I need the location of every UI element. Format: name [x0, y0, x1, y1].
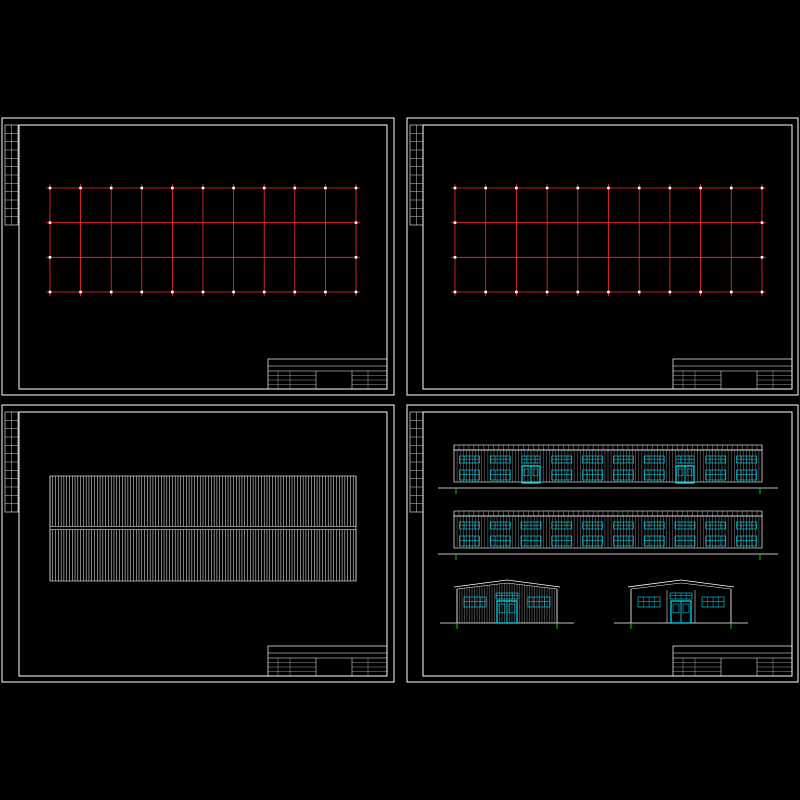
- column-marker: [201, 186, 205, 190]
- column-marker: [760, 256, 764, 259]
- column-marker: [545, 290, 549, 294]
- column-marker: [453, 186, 457, 190]
- column-marker: [293, 290, 297, 294]
- column-marker: [293, 186, 297, 190]
- roof-panel-plan: [49, 475, 357, 582]
- column-marker: [324, 290, 327, 294]
- column-marker: [668, 290, 672, 294]
- column-marker: [607, 290, 610, 294]
- column-marker: [140, 290, 144, 294]
- column-marker: [262, 290, 266, 294]
- left-gable-elevation: [440, 579, 574, 629]
- door-glass: [686, 468, 693, 477]
- column-marker: [637, 290, 641, 294]
- column-marker: [453, 256, 457, 259]
- drawing-sheet-1[interactable]: [1, 117, 395, 396]
- column-marker: [109, 290, 113, 294]
- front-long-elevation: [438, 444, 778, 494]
- column-marker: [760, 186, 764, 190]
- door-glass: [677, 468, 684, 477]
- column-marker: [262, 186, 266, 190]
- title-block-frame: [267, 358, 388, 390]
- title-block-frame: [672, 645, 793, 677]
- column-marker: [576, 186, 580, 190]
- column-marker: [453, 221, 457, 224]
- revision-strip: [409, 124, 424, 226]
- column-marker: [354, 186, 358, 190]
- column-marker: [545, 186, 549, 190]
- door-glass: [682, 603, 690, 614]
- column-marker: [453, 290, 457, 294]
- column-marker: [140, 186, 144, 190]
- title-block: [672, 645, 793, 677]
- door-glass: [498, 603, 506, 614]
- column-marker: [48, 256, 52, 259]
- column-marker: [48, 290, 52, 294]
- column-marker: [515, 290, 518, 294]
- drawing-sheet-2[interactable]: [406, 117, 799, 396]
- column-marker: [668, 186, 672, 190]
- door-glass: [523, 468, 530, 477]
- column-marker: [354, 290, 358, 294]
- column-marker: [607, 186, 610, 190]
- column-marker: [48, 186, 52, 190]
- column-marker: [484, 290, 487, 294]
- title-block: [267, 645, 388, 677]
- right-gable-elevation: [614, 579, 748, 629]
- column-grid-plan: [46, 184, 360, 296]
- column-marker: [79, 290, 82, 294]
- column-marker: [232, 290, 235, 294]
- gable-fascia-line: [630, 582, 732, 590]
- column-marker: [730, 290, 733, 294]
- column-marker: [109, 186, 113, 190]
- column-marker: [699, 290, 702, 294]
- door-glass: [532, 468, 539, 477]
- sheet-inner-frame: [18, 124, 388, 390]
- sheet-outer-border: [406, 404, 799, 683]
- gable-roof-line: [453, 579, 561, 588]
- title-block: [267, 358, 388, 390]
- drawing-sheet-3[interactable]: [1, 404, 395, 683]
- column-marker: [730, 186, 733, 190]
- column-marker: [171, 186, 174, 190]
- column-marker: [354, 256, 358, 259]
- sheet-outer-border: [406, 117, 799, 396]
- column-marker: [354, 221, 358, 224]
- column-marker: [79, 186, 82, 190]
- column-marker: [515, 186, 518, 190]
- revision-strip: [409, 411, 424, 513]
- door-glass: [508, 603, 516, 614]
- column-marker: [48, 221, 52, 224]
- column-marker: [637, 186, 641, 190]
- revision-strip: [4, 411, 19, 513]
- column-marker: [324, 186, 327, 190]
- column-marker: [760, 221, 764, 224]
- sheet-inner-frame: [422, 411, 793, 677]
- column-marker: [760, 290, 764, 294]
- title-block-frame: [672, 358, 793, 390]
- gable-roof-line: [627, 579, 735, 588]
- column-marker: [201, 290, 205, 294]
- column-marker: [699, 186, 702, 190]
- title-block: [672, 358, 793, 390]
- door-glass: [672, 603, 680, 614]
- column-grid-plan: [451, 184, 766, 296]
- drawing-sheet-4[interactable]: [406, 404, 799, 683]
- sheet-inner-frame: [18, 411, 388, 677]
- revision-strip: [4, 124, 19, 226]
- sheet-inner-frame: [422, 124, 793, 390]
- title-block-frame: [267, 645, 388, 677]
- rear-long-elevation: [438, 510, 778, 560]
- column-marker: [232, 186, 235, 190]
- sheet-outer-border: [1, 404, 395, 683]
- column-marker: [171, 290, 174, 294]
- column-marker: [576, 290, 580, 294]
- column-marker: [484, 186, 487, 190]
- sheet-outer-border: [1, 117, 395, 396]
